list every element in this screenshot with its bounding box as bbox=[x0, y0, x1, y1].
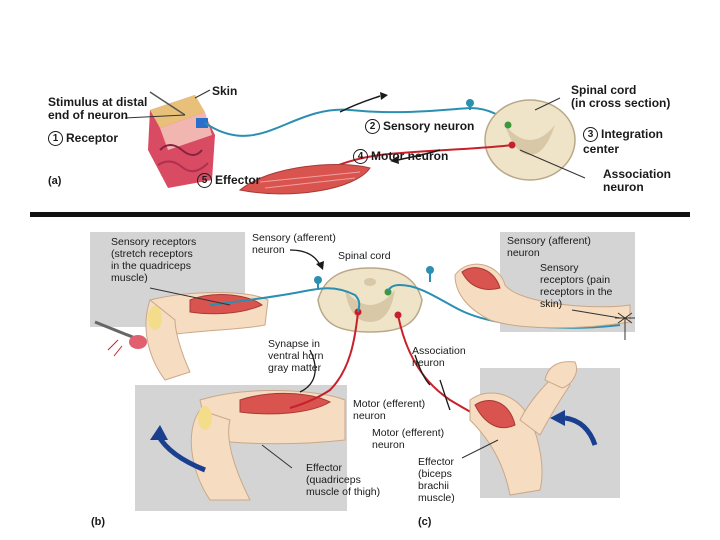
step-number: 4 bbox=[353, 149, 368, 165]
part-label-a: (a) bbox=[48, 175, 62, 187]
step-label: Receptor bbox=[66, 131, 119, 145]
motion-arrow-c bbox=[564, 415, 598, 446]
panel-divider bbox=[30, 212, 690, 217]
step-label: Effector bbox=[215, 173, 261, 187]
label-sensory-afferent-b: Sensory (afferent) neuron bbox=[252, 232, 336, 256]
sensory-neuron-a bbox=[204, 106, 511, 137]
label-motor-efferent-b: Motor (efferent) neuron bbox=[353, 398, 426, 422]
step-number: 2 bbox=[365, 119, 380, 135]
step-number: 5 bbox=[197, 173, 212, 189]
leg-b bbox=[145, 292, 269, 381]
label-motor-efferent-c: Motor (efferent) neuron bbox=[372, 427, 445, 451]
leg-b-lower bbox=[190, 390, 346, 501]
skin-block bbox=[148, 95, 215, 188]
part-label-c: (c) bbox=[418, 516, 432, 528]
label-association-neuron-c: Association neuron bbox=[412, 345, 466, 369]
sensory-neuron-b bbox=[209, 287, 361, 313]
step-number: 1 bbox=[48, 131, 63, 147]
integration-synapse-a bbox=[504, 121, 512, 129]
label-stimulus: Stimulus at distal end of neuron bbox=[48, 95, 148, 122]
label-spinal-cord-a: Spinal cord (in cross section) bbox=[571, 83, 671, 110]
part-label-b: (b) bbox=[91, 516, 106, 528]
step-label: Sensory neuron bbox=[383, 119, 475, 133]
step-number: 3 bbox=[583, 127, 598, 143]
arm-c-bottom bbox=[469, 361, 577, 496]
label-spinal-cord-b: Spinal cord bbox=[338, 250, 391, 262]
label-sensory-receptors-b: Sensory receptors (stretch receptors in … bbox=[111, 236, 197, 284]
label-effector-b: Effector (quadriceps muscle of thigh) bbox=[306, 462, 381, 498]
label-skin: Skin bbox=[212, 84, 238, 98]
reflex-hammer bbox=[94, 320, 147, 357]
label-synapse: Synapse in ventral horn gray matter bbox=[268, 338, 324, 374]
label-sensory-receptors-c: Sensory receptors (pain receptors in the… bbox=[540, 262, 613, 310]
spinal-cord-b bbox=[317, 267, 423, 333]
step-label: Motor neuron bbox=[371, 149, 449, 163]
motor-neuron-b bbox=[289, 311, 359, 409]
label-association-neuron-a: Association neuron bbox=[603, 167, 672, 194]
label-effector-c: Effector (biceps brachii muscle) bbox=[418, 456, 455, 504]
step-label: Integration center bbox=[583, 127, 663, 157]
label-sensory-afferent-c: Sensory (afferent) neuron bbox=[507, 235, 591, 259]
effector-muscle-a bbox=[238, 164, 371, 195]
stimulus-probe bbox=[149, 91, 186, 116]
